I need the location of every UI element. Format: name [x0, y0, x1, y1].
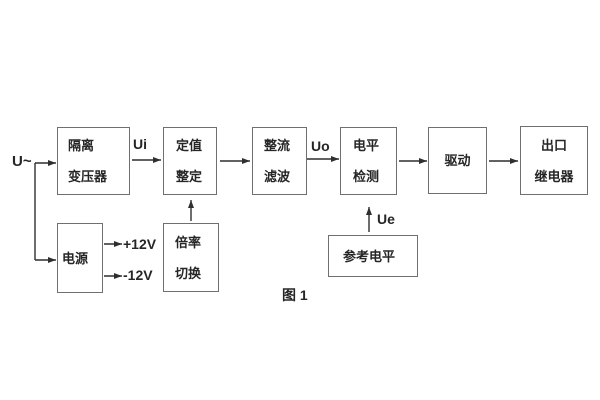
block-label: 整定	[176, 169, 203, 184]
block-reference-level: 参考电平	[328, 235, 418, 277]
block-level-detector: 电平 检测	[340, 127, 397, 195]
power-rail-minus12v-label: -12V	[123, 267, 153, 283]
block-value-setting: 定值 整定	[163, 127, 217, 195]
block-label: 倍率	[175, 234, 202, 250]
block-label: 滤波	[264, 169, 291, 184]
block-label: 电源	[62, 250, 89, 266]
signal-label-ue: Ue	[377, 211, 395, 227]
input-signal-label: U~	[12, 153, 32, 170]
block-output-relay: 出口 继电器	[520, 126, 588, 195]
signal-label-ui: Ui	[133, 136, 147, 152]
block-label: 参考电平	[343, 248, 396, 264]
block-label: 切换	[175, 265, 202, 281]
block-label: 隔离	[68, 138, 95, 153]
block-label: 继电器	[534, 168, 574, 184]
power-rail-plus12v-label: +12V	[123, 236, 157, 252]
block-ratio-switch: 倍率 切换	[163, 223, 219, 292]
block-power-supply: 电源	[57, 223, 103, 293]
block-label: 检测	[353, 169, 380, 184]
block-label: 驱动	[444, 153, 471, 168]
block-label: 整流	[264, 138, 291, 153]
block-rectifier-filter: 整流 滤波	[252, 127, 307, 195]
block-label: 定值	[176, 138, 203, 153]
block-driver: 驱动	[428, 127, 487, 194]
figure-caption: 图 1	[282, 287, 308, 303]
block-label: 电平	[353, 138, 380, 153]
signal-label-uo: Uo	[311, 138, 330, 154]
block-label: 出口	[540, 137, 567, 153]
block-label: 变压器	[68, 169, 108, 184]
block-isolation-transformer: 隔离 变压器	[57, 127, 130, 195]
